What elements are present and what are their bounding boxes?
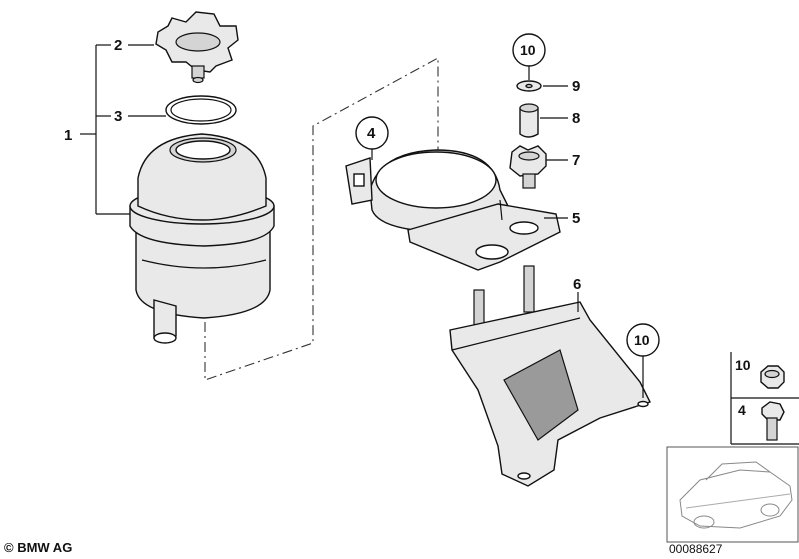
fluid-reservoir-part[interactable] — [129, 133, 275, 344]
image-number-text: 00088627 — [669, 542, 723, 556]
callout-1-bracket — [80, 44, 130, 215]
copyright-text: © BMW AG — [4, 540, 72, 555]
callout-6-label: 6 — [573, 276, 581, 293]
reservoir-cap-part[interactable] — [155, 11, 239, 84]
callout-5-label: 5 — [572, 210, 580, 227]
hex-nut-icon — [760, 365, 785, 389]
sleeve-part[interactable] — [519, 103, 539, 138]
callout-8-label: 8 — [572, 110, 580, 127]
rubber-mount-part[interactable] — [509, 145, 547, 189]
o-ring-part[interactable] — [165, 95, 237, 125]
callout-10-top-label: 10 — [520, 42, 536, 58]
legend-nut-label: 10 — [735, 357, 751, 373]
callout-10-bracket-label: 10 — [634, 332, 650, 348]
legend-panel — [730, 352, 799, 445]
callout-3-label: 3 — [114, 108, 122, 125]
legend-bolt-label: 4 — [738, 402, 746, 418]
clamp-band-part[interactable] — [345, 149, 561, 271]
vehicle-thumbnail — [666, 446, 799, 543]
callout-9-label: 9 — [572, 78, 580, 95]
callout-7-label: 7 — [572, 152, 580, 169]
washer-part[interactable] — [516, 80, 542, 92]
hex-bolt-icon — [761, 401, 785, 441]
support-bracket-part[interactable] — [449, 265, 651, 487]
callout-2-label: 2 — [114, 37, 122, 54]
callout-1-label: 1 — [64, 127, 72, 144]
callout-4-label: 4 — [367, 125, 376, 142]
